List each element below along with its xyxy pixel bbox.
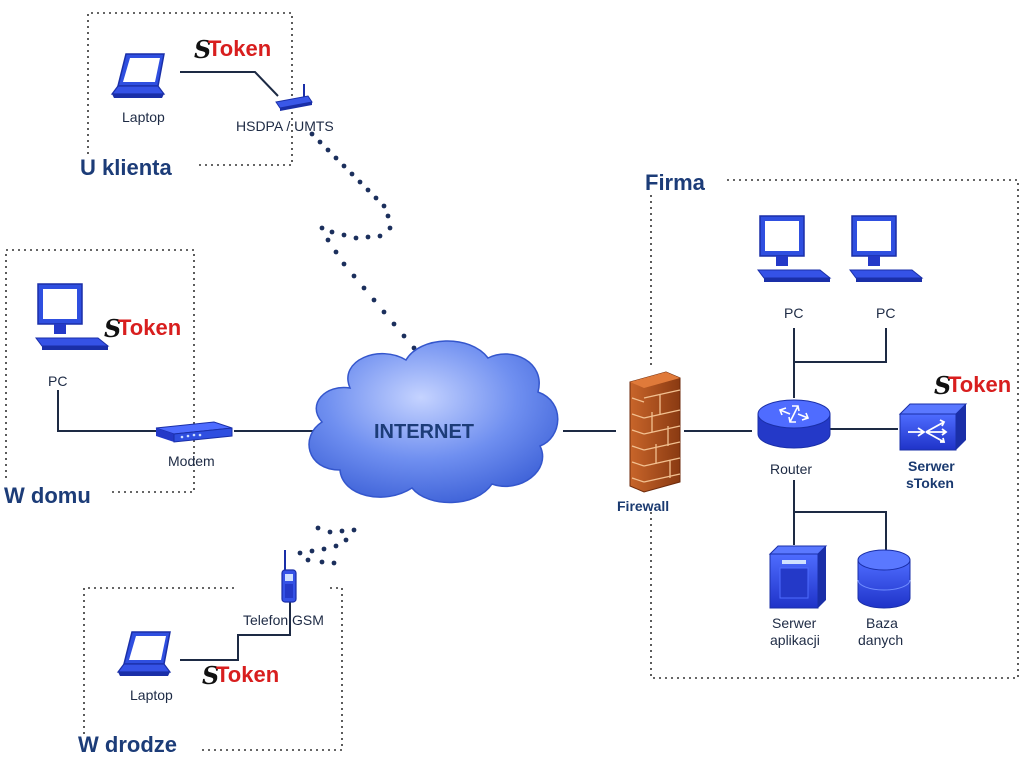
hsdpa-modem-icon — [275, 84, 313, 111]
home-pc-icon — [35, 283, 109, 351]
stoken-logo: S Token — [194, 35, 271, 64]
zone-box-client — [87, 12, 293, 166]
firewall-label: Firewall — [617, 498, 669, 514]
svg-text:S: S — [194, 35, 211, 64]
wireless-link-gsm — [297, 525, 357, 566]
zone-box-road — [83, 587, 343, 751]
road-laptop-label: Laptop — [130, 687, 173, 703]
app-server-label-2: aplikacji — [770, 632, 820, 648]
firewall-icon — [629, 371, 681, 493]
client-laptop-label: Laptop — [122, 109, 165, 125]
connection-lines — [57, 71, 898, 661]
app-server-icon — [768, 545, 828, 609]
svg-text:Token: Token — [118, 315, 181, 340]
internet-label: INTERNET — [374, 421, 474, 443]
database-icon — [857, 549, 911, 609]
router-icon — [757, 399, 831, 449]
gsm-phone-label: Telefon GSM — [243, 612, 324, 628]
modem-label: Modem — [168, 453, 215, 469]
stoken-server-icon — [898, 403, 968, 451]
zone-box-home — [5, 249, 195, 493]
zone-title-road: W drodze — [78, 732, 177, 757]
stoken-server-label-2: sToken — [906, 475, 954, 491]
svg-text:S: S — [934, 371, 951, 400]
pc1-icon — [757, 215, 831, 283]
stoken-logo: S Token — [202, 661, 279, 690]
zone-box-company — [650, 179, 1019, 679]
database-label-2: danych — [858, 632, 903, 648]
zone-title-client: U klienta — [80, 155, 172, 180]
stoken-logo: S Token — [934, 371, 1011, 400]
stoken-server-label-1: Serwer — [908, 458, 955, 474]
home-pc-label: PC — [48, 373, 67, 389]
zone-title-home: W domu — [4, 483, 91, 508]
hsdpa-label: HSDPA / UMTS — [236, 118, 334, 134]
modem-icon — [155, 421, 233, 443]
database-label-1: Baza — [866, 615, 898, 631]
svg-text:Token: Token — [208, 36, 271, 61]
road-laptop-icon — [117, 631, 171, 677]
pc1-label: PC — [784, 305, 803, 321]
svg-text:Token: Token — [216, 662, 279, 687]
svg-text:S: S — [202, 661, 219, 690]
svg-text:Token: Token — [948, 372, 1011, 397]
svg-text:S: S — [104, 314, 121, 343]
stoken-logo: S Token — [104, 314, 181, 343]
pc2-label: PC — [876, 305, 895, 321]
gsm-phone-icon — [281, 550, 297, 603]
client-laptop-icon — [111, 53, 165, 99]
app-server-label-1: Serwer — [772, 615, 817, 631]
router-label: Router — [770, 461, 812, 477]
pc2-icon — [849, 215, 923, 283]
wireless-link-hsdpa — [309, 131, 417, 351]
zone-title-company: Firma — [645, 170, 706, 195]
internet-cloud-icon — [308, 340, 559, 504]
